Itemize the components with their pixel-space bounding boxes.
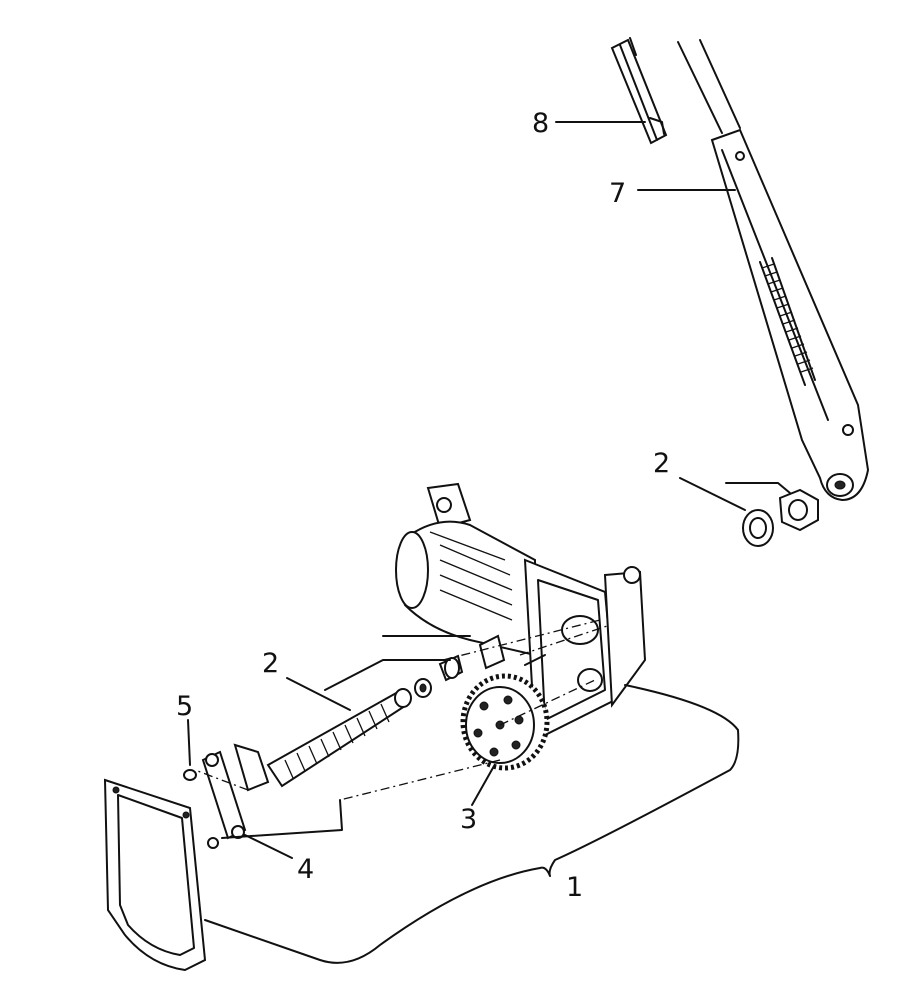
wiper-motor-icon: [395, 482, 647, 742]
wiper-blade-icon: [610, 37, 668, 145]
nut-and-washer-icon: [742, 488, 819, 547]
cover-plate-icon: [103, 778, 207, 972]
callout-1: 1: [566, 872, 583, 903]
callout-7: 7: [609, 178, 626, 209]
callout-8: 8: [532, 108, 549, 139]
assembly-1-brace: [204, 684, 740, 964]
callout-2-upper: 2: [653, 448, 670, 479]
callout-5: 5: [176, 691, 193, 722]
arm-spring-icon: [759, 257, 816, 386]
callout-4: 4: [297, 854, 314, 885]
callout-3: 3: [460, 804, 477, 835]
shaft-washers-icon: [414, 654, 464, 698]
crank-link-icon: [183, 688, 412, 849]
wiper-arm-icon: [677, 39, 870, 502]
assembly-lines: [194, 619, 611, 839]
leader-lines: [187, 121, 791, 859]
callout-2-lower: 2: [262, 648, 279, 679]
